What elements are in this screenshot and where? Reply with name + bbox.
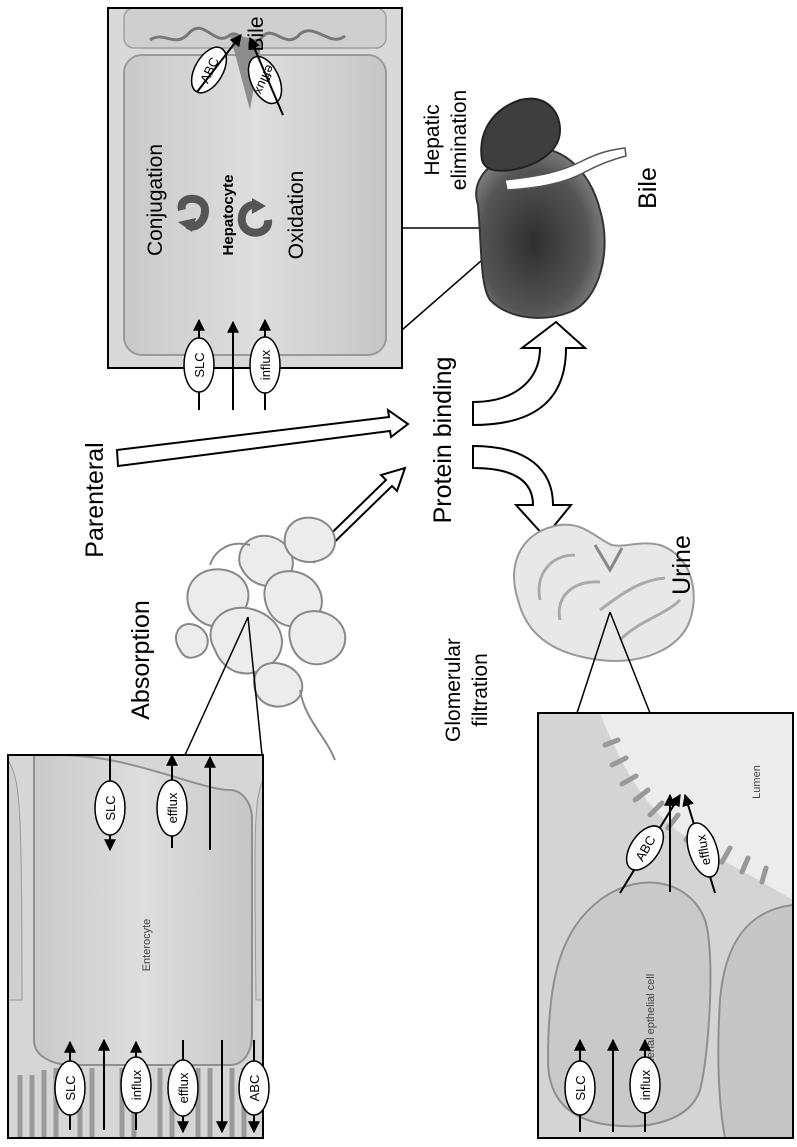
transporter-label: SLC (63, 1075, 78, 1100)
transporter-label: SLC (103, 795, 118, 820)
kidney-illustration (514, 525, 694, 661)
liver-right-lobe (476, 148, 604, 318)
transporter-label: influx (638, 1069, 653, 1100)
glomerular-filtration-label-line2: filtration (469, 653, 492, 727)
to-kidney-arrow (473, 446, 571, 537)
protein-binding-label: Protein binding (429, 357, 457, 524)
transporter-label: efflux (176, 1072, 191, 1103)
hepatocyte-label: Hepatocyte (220, 175, 237, 256)
transporter-label: SLC (192, 352, 207, 377)
enterocyte-cell (34, 755, 252, 1065)
lumen-label: Lumen (751, 765, 763, 799)
parenteral-arrow (117, 410, 408, 466)
liver-illustration (476, 99, 626, 318)
hepatic-elimination-label-line2: elimination (448, 90, 471, 190)
transporter-label: efflux (165, 792, 180, 823)
glomerular-filtration-label-line1: Glomerular (442, 638, 465, 742)
urine-label: Urine (668, 535, 696, 595)
transporter-label: SLC (573, 1075, 588, 1100)
enterocyte-label: Enterocyte (141, 919, 153, 972)
enterocyte-box: Enterocyte SLC efflux SLC influx (8, 755, 269, 1138)
transporter-label: ABC (247, 1075, 262, 1102)
hepatic-elimination-label-line1: Hepatic (421, 104, 444, 175)
absorption-label: Absorption (127, 600, 155, 720)
oxidation-label: Oxidation (285, 171, 308, 260)
transporter-label: influx (129, 1069, 144, 1100)
to-liver-arrow (473, 322, 585, 425)
conjugation-label: Conjugation (144, 144, 167, 256)
intestine-illustration (176, 518, 345, 760)
renal-cell-label: Renal epthelial cell (645, 974, 657, 1066)
hepatocyte-bile-label: Bile (245, 16, 268, 51)
bile-label: Bile (634, 167, 662, 209)
parenteral-label: Parenteral (81, 442, 109, 557)
renal-box: Lumen Renal epthelial cell ABC efflux SL… (538, 713, 793, 1138)
transporter-label: influx (258, 349, 273, 380)
hepatocyte-box: ABC efflux Bile Conjugation Hepatocyte O… (108, 8, 402, 410)
